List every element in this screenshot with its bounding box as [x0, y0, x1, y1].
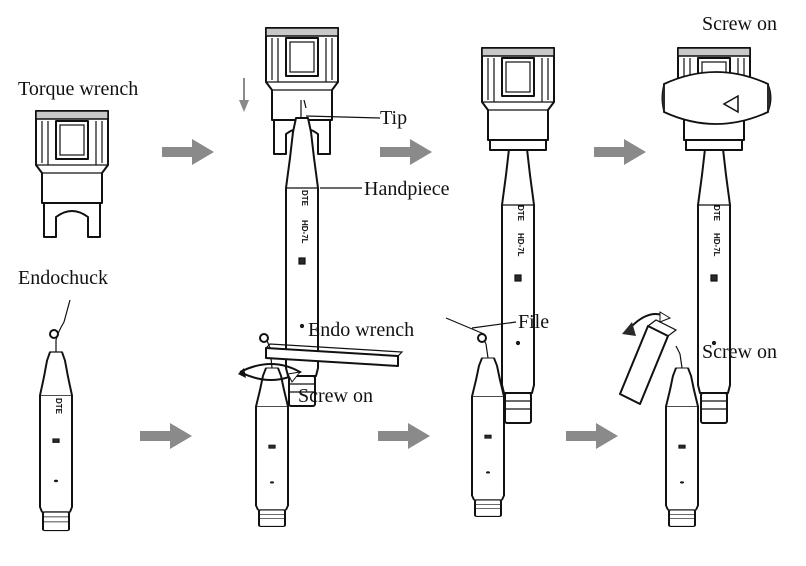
step-2-wrench-over-tip: DTE HD-7L Tip Handpiece: [239, 27, 450, 407]
step-8-screw-on: Screw on: [619, 311, 777, 528]
arrow-6: [566, 423, 618, 449]
step-3-wrench-seated: DTE HD-7L: [481, 47, 555, 424]
endo-wrench-angled: [619, 325, 669, 405]
label-endo-wrench: Endo wrench: [308, 319, 414, 341]
svg-text:DTE: DTE: [54, 398, 63, 415]
step-4-screw-on: Screw on DTE HD-7L: [661, 13, 777, 424]
svg-text:HD-7L: HD-7L: [300, 220, 309, 244]
label-screw-on-top: Screw on: [702, 13, 777, 35]
step-5-endochuck: Endochuck DTE: [18, 267, 108, 532]
label-screw-on-mid: Screw on: [298, 385, 373, 407]
label-handpiece: Handpiece: [364, 178, 450, 200]
svg-text:HD-7L: HD-7L: [712, 233, 721, 257]
label-screw-on-right: Screw on: [702, 341, 777, 363]
step-7-file: File: [445, 311, 549, 518]
label-tip: Tip: [380, 107, 407, 129]
endo-wrench-bar: [265, 347, 399, 367]
svg-text:DTE: DTE: [516, 205, 525, 222]
arrow-4: [140, 423, 192, 449]
step-1-torque-wrench: Torque wrench: [18, 78, 138, 238]
label-torque-wrench: Torque wrench: [18, 78, 138, 100]
step-6-endo-wrench: Endo wrench Screw on: [238, 319, 414, 528]
svg-text:HD-7L: HD-7L: [516, 233, 525, 257]
handpiece-top-2: DTE HD-7L: [285, 117, 319, 407]
svg-text:DTE: DTE: [300, 190, 309, 207]
arrow-1: [162, 139, 214, 165]
svg-text:DTE: DTE: [712, 205, 721, 222]
arrow-3: [594, 139, 646, 165]
label-endochuck: Endochuck: [18, 267, 108, 289]
rotation-band-top: [663, 71, 769, 125]
arrow-2: [380, 139, 432, 165]
label-file: File: [518, 311, 549, 333]
arrow-5: [378, 423, 430, 449]
